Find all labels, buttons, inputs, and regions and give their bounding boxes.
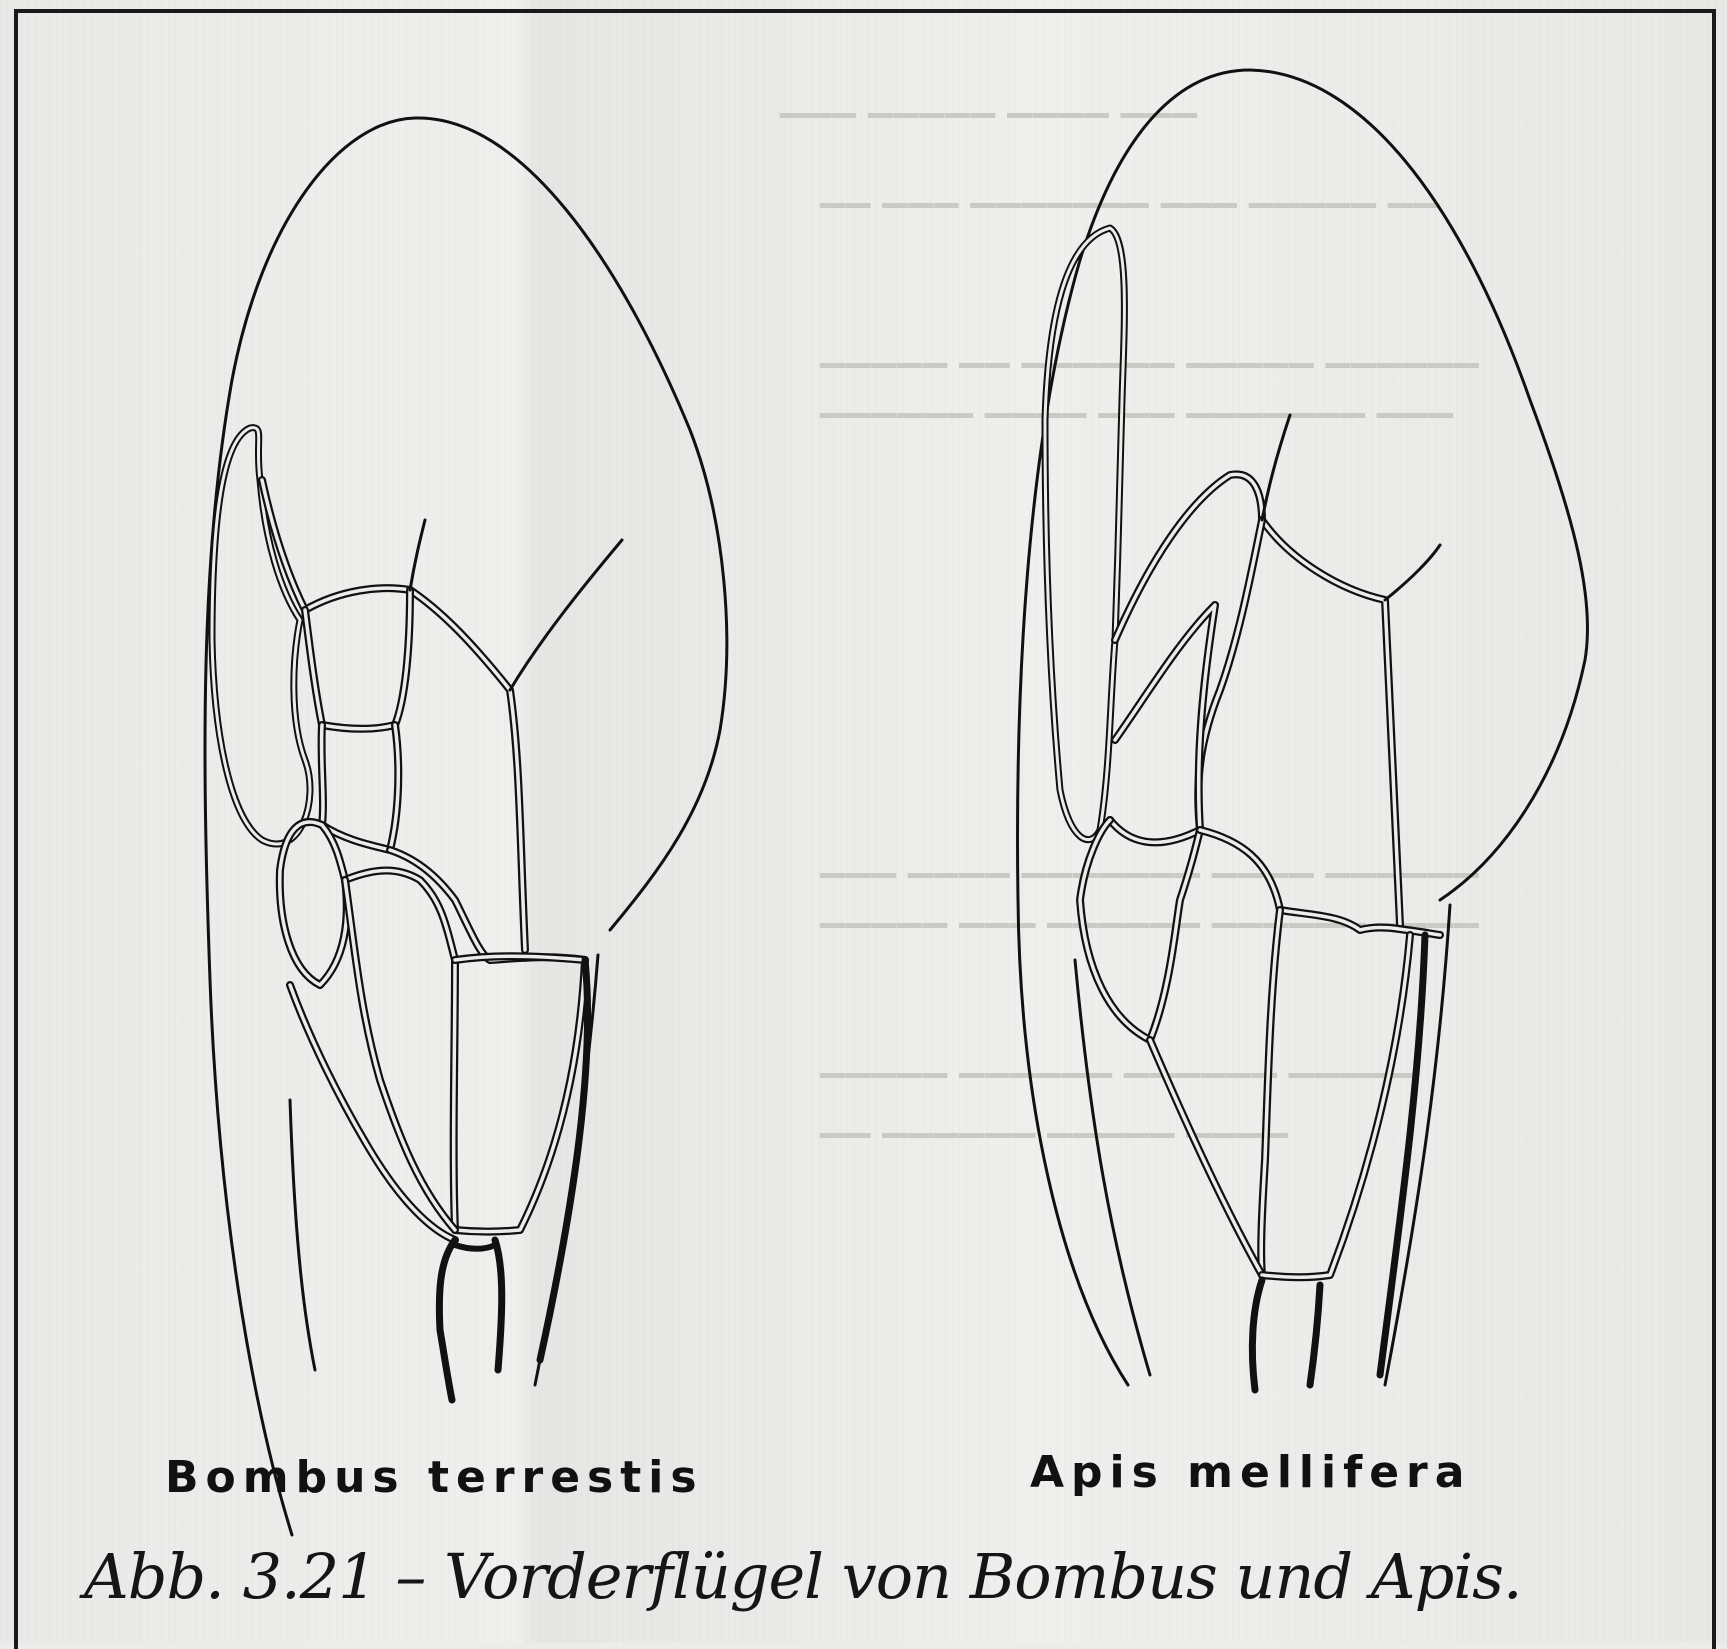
figure-caption: Abb. 3.21 – Vorderflügel von Bombus und …	[84, 1540, 1522, 1613]
apis-veins	[1080, 474, 1440, 1390]
apis-forewing	[1018, 70, 1588, 1390]
apis-wing-outline	[1018, 70, 1588, 1385]
bombus-forewing	[205, 118, 727, 1535]
bombus-wing-outline	[205, 118, 727, 1535]
bombus-veins	[262, 480, 588, 1400]
species-label-bombus: Bombus terrestis	[165, 1452, 704, 1503]
species-label-apis: Apis mellifera	[1030, 1447, 1471, 1498]
